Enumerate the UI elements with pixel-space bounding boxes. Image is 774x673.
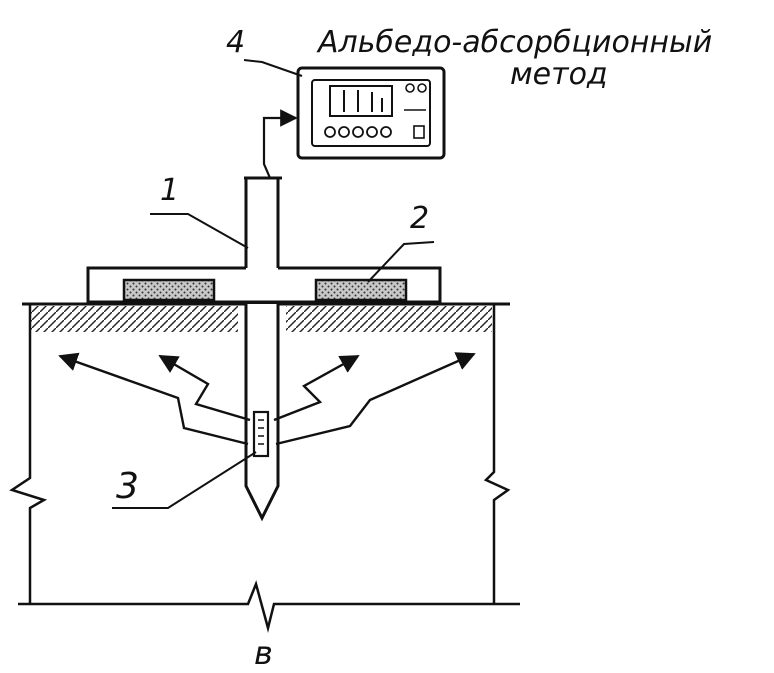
weight-left [122, 278, 216, 302]
device-switch [413, 125, 425, 139]
leader-4 [243, 59, 303, 77]
device-display [329, 85, 393, 117]
measuring-device [296, 66, 446, 160]
method-subtitle: метод [510, 57, 608, 92]
device-knob [380, 126, 392, 138]
signal-cable [262, 109, 298, 179]
radiation-source [252, 410, 270, 458]
device-knob [366, 126, 378, 138]
probe-tube [244, 176, 282, 268]
method-title: Альбедо-абсорбционный [316, 25, 712, 60]
soil-hatching [286, 306, 492, 332]
ray-outer-right [275, 352, 476, 446]
soil-boundary [9, 304, 520, 633]
probe-flange [86, 266, 442, 304]
ray-outer-left [58, 352, 249, 446]
label-2: 2 [410, 201, 429, 236]
subfigure-label: в [254, 634, 273, 672]
leader-3 [112, 451, 257, 509]
indicator-lamp [417, 83, 427, 93]
ray-inner-left [158, 354, 251, 422]
label-3: 3 [116, 466, 139, 507]
leader-2 [367, 241, 435, 283]
leader-1 [150, 213, 249, 249]
device-knob [338, 126, 350, 138]
weight-right [314, 278, 408, 302]
label-1: 1 [160, 173, 179, 208]
device-knob [352, 126, 364, 138]
ray-inner-right [273, 354, 360, 422]
soil-hatching [30, 306, 238, 332]
radiation-rays [58, 352, 476, 446]
label-4: 4 [226, 25, 245, 60]
indicator-lamp [405, 83, 415, 93]
device-knob [324, 126, 336, 138]
